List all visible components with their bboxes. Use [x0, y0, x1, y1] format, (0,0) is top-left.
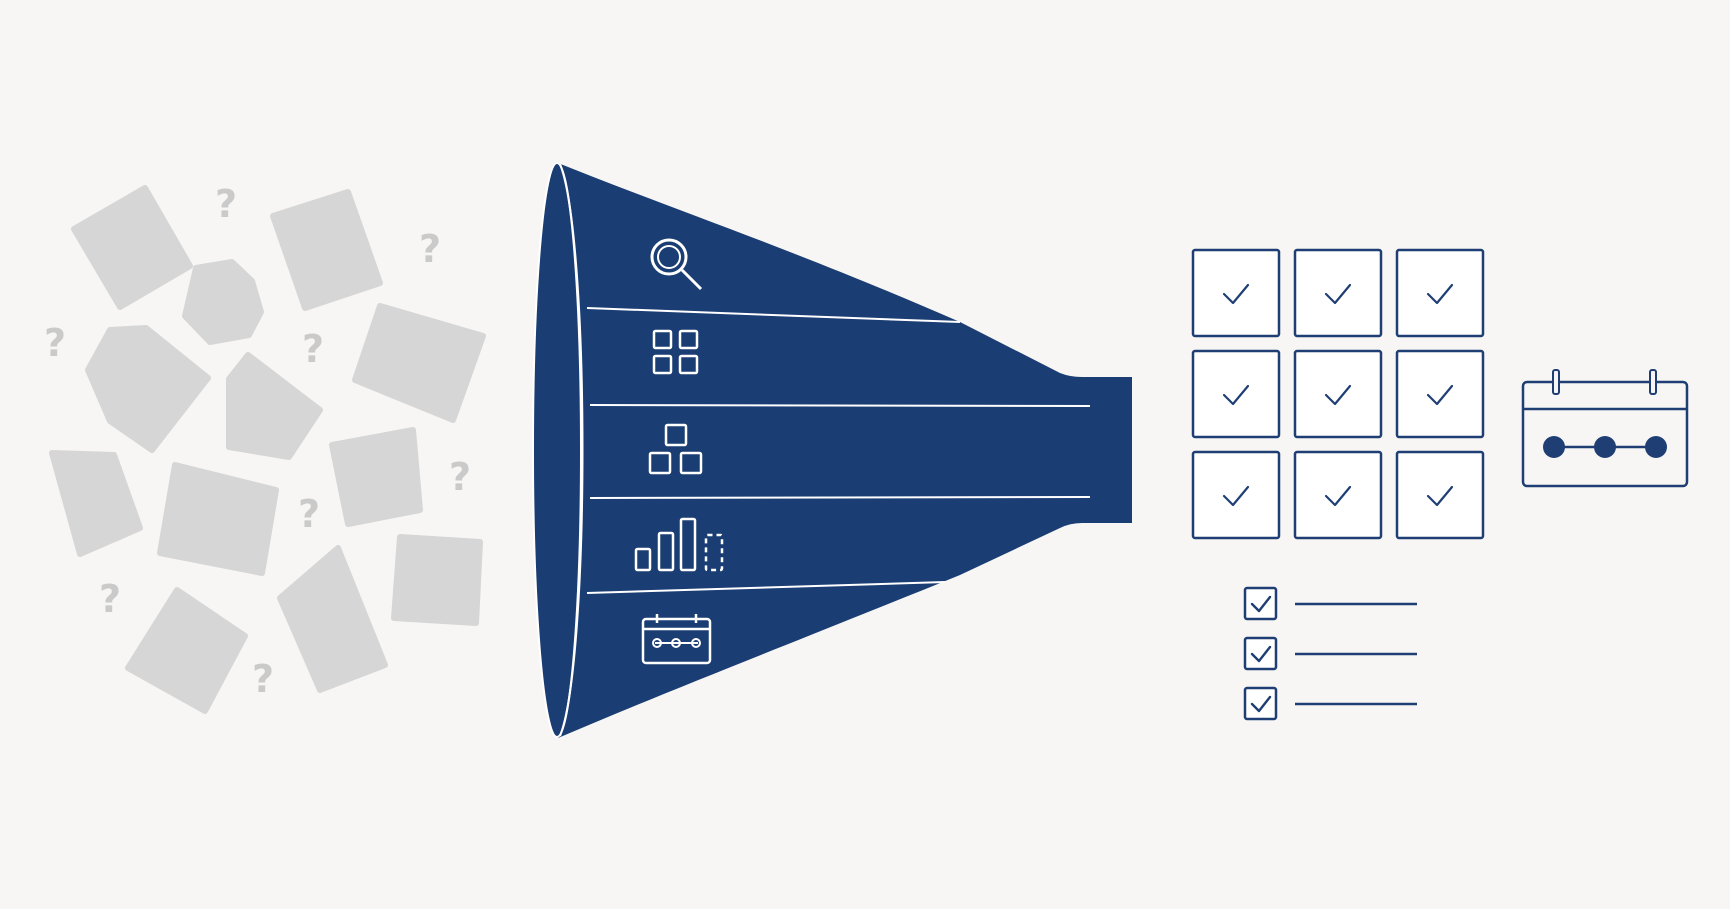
funnel-divider-1 — [586, 307, 961, 323]
shard — [85, 325, 211, 453]
grid-checkbox — [1395, 450, 1485, 540]
checkmark-icon — [1222, 283, 1250, 305]
checkmark-icon — [1426, 283, 1454, 305]
checkmark-icon — [1324, 384, 1352, 406]
checkmark-icon — [1250, 695, 1272, 713]
checklist-item — [1243, 636, 1417, 671]
grid-checkbox — [1293, 349, 1383, 439]
shard — [391, 534, 483, 626]
question-mark: ? — [419, 227, 441, 271]
calendar-body — [1521, 380, 1689, 488]
funnel-divider-4 — [586, 581, 946, 594]
calendar-dots — [1543, 436, 1667, 458]
shard — [49, 450, 143, 557]
grid-checkbox — [1293, 450, 1383, 540]
shard — [270, 189, 383, 311]
calendar-ring-left — [1552, 369, 1560, 395]
calendar-dot — [1543, 436, 1565, 458]
shard — [226, 352, 323, 460]
grid-cell — [1293, 349, 1383, 439]
shard — [352, 303, 486, 423]
shards-group — [49, 185, 486, 714]
checkmark-icon — [1324, 485, 1352, 507]
shard — [277, 545, 388, 693]
grid-cell — [1191, 450, 1281, 540]
grid-checkbox — [1191, 248, 1281, 338]
checkmark-icon — [1250, 645, 1272, 663]
grid-checkbox — [1395, 349, 1485, 439]
funnel-divider-3 — [589, 496, 1091, 499]
grid-cell — [1395, 248, 1485, 338]
timeline-calendar-icon — [1521, 369, 1689, 488]
shard — [329, 427, 423, 527]
checklist-item — [1243, 586, 1417, 621]
grid-cell — [1293, 450, 1383, 540]
checkmark-icon — [1324, 283, 1352, 305]
shard — [157, 462, 279, 576]
checklist-box — [1243, 686, 1278, 721]
question-mark: ? — [252, 657, 274, 701]
shard — [125, 587, 248, 714]
grid-checkbox — [1395, 248, 1485, 338]
grid-icon — [652, 329, 699, 375]
funnel-rim — [532, 162, 582, 738]
stacked-blocks-icon — [648, 423, 703, 475]
checkmark-icon — [1222, 485, 1250, 507]
grid-cell — [1395, 450, 1485, 540]
question-mark: ? — [99, 577, 121, 621]
checklist-box — [1243, 586, 1278, 621]
checkmark-icon — [1426, 384, 1454, 406]
checkmark-icon — [1426, 485, 1454, 507]
grid-checkbox — [1191, 349, 1281, 439]
question-mark: ? — [215, 182, 237, 226]
grid-cell — [1191, 248, 1281, 338]
question-mark: ? — [298, 492, 320, 536]
checked-grid — [1191, 248, 1485, 540]
bar-chart-icon — [634, 517, 724, 572]
calendar-dot — [1645, 436, 1667, 458]
checklist — [1243, 586, 1417, 721]
funnel-body — [558, 163, 1132, 738]
checkmark-icon — [1250, 595, 1272, 613]
question-mark: ? — [302, 327, 324, 371]
funnel-divider-2 — [589, 404, 1091, 407]
shard — [182, 259, 264, 345]
calendar-dot — [1594, 436, 1616, 458]
grid-checkbox — [1293, 248, 1383, 338]
timeline-calendar-icon — [641, 614, 712, 665]
grid-cell — [1293, 248, 1383, 338]
question-mark: ? — [449, 455, 471, 499]
question-marks-group: ???????? — [44, 182, 471, 701]
calendar-ring-right — [1649, 369, 1657, 395]
checkmark-icon — [1222, 384, 1250, 406]
checklist-box — [1243, 636, 1278, 671]
grid-cell — [1395, 349, 1485, 439]
question-mark: ? — [44, 321, 66, 365]
checklist-item — [1243, 686, 1417, 721]
grid-cell — [1191, 349, 1281, 439]
search-icon — [650, 238, 703, 291]
funnel — [532, 162, 1132, 738]
shard — [71, 185, 193, 310]
grid-checkbox — [1191, 450, 1281, 540]
funnel-rim-highlight — [559, 163, 584, 737]
unsorted-input-cluster: ???????? — [44, 182, 486, 714]
